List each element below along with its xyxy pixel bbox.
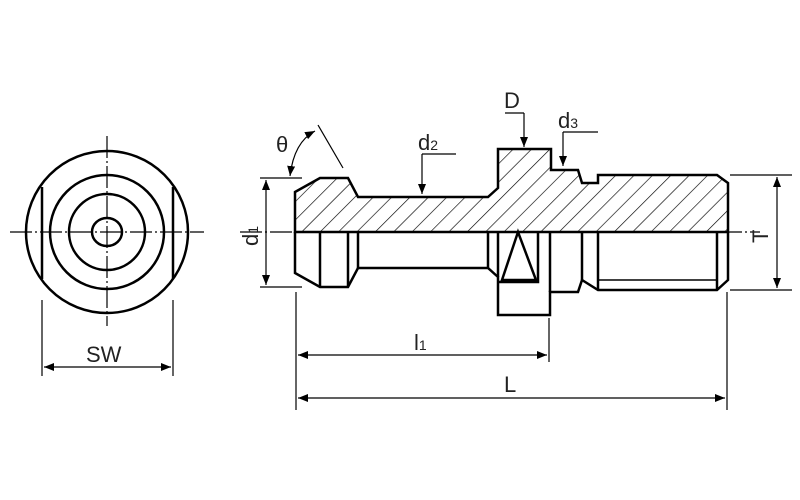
D-leader: [505, 112, 524, 147]
triangle-mark: [500, 228, 538, 282]
d3-leader: [563, 131, 598, 166]
d2-leader: [422, 153, 456, 194]
label-sw: SW: [86, 342, 122, 367]
theta-arc: [287, 130, 316, 177]
label-l1: l1: [414, 330, 427, 355]
label-d3: d3: [558, 108, 578, 133]
end-view: [10, 136, 204, 376]
lower-outline: [293, 232, 730, 317]
label-L: L: [504, 372, 516, 397]
label-D: D: [504, 88, 520, 113]
hatched-section: [293, 147, 730, 234]
side-view: [240, 147, 760, 317]
label-theta: θ: [276, 132, 288, 157]
label-d1: d1: [238, 226, 263, 246]
label-T: T: [748, 230, 773, 243]
label-d2: d2: [418, 130, 438, 155]
dimensions: [260, 112, 792, 410]
theta-line: [317, 124, 344, 169]
